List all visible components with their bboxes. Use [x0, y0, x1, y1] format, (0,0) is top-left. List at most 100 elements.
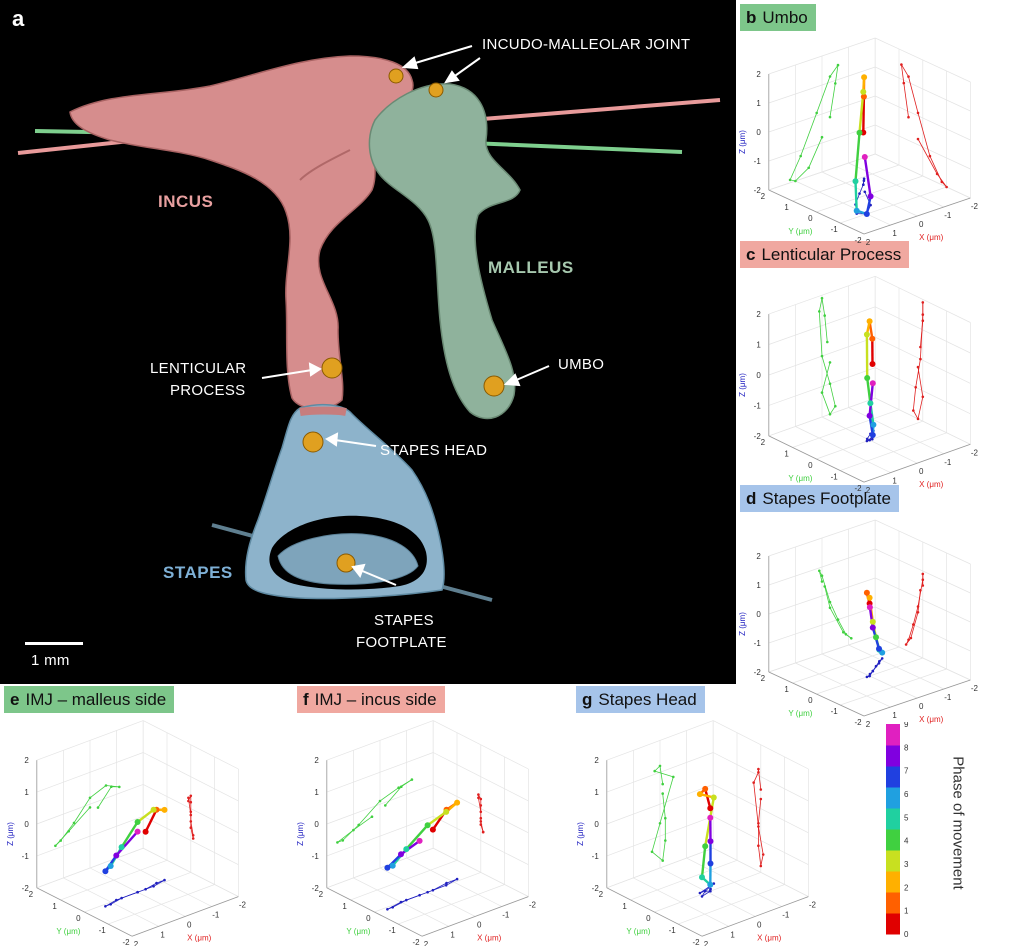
grid-line — [768, 577, 876, 615]
incudo-malleolar-joint-label: INCUDO-MALLEOLAR JOINT — [482, 36, 691, 53]
panel-g-letter: g — [582, 690, 593, 709]
x-tick-label: -1 — [944, 211, 952, 220]
z-tick-label: -2 — [754, 668, 762, 677]
y-projection-point — [842, 631, 845, 634]
y-projection — [651, 823, 661, 852]
z-tick-label: 1 — [24, 788, 29, 797]
x-tick-label: -1 — [944, 693, 952, 702]
x-tick-label: 1 — [160, 930, 165, 939]
y-projection — [795, 167, 809, 182]
lenticular-process-marker — [321, 357, 343, 379]
colorbar-tick-label: 7 — [904, 767, 909, 776]
y-projection — [829, 405, 836, 415]
x-projection-point — [479, 823, 483, 826]
axis-edge — [131, 896, 239, 937]
x-projection-point — [481, 830, 485, 834]
y-projection-point — [104, 784, 108, 787]
y-axis-label: Y (μm) — [788, 709, 812, 718]
y-tick-label: -2 — [854, 236, 862, 245]
y-projection-point — [828, 412, 832, 416]
grid-line — [143, 720, 239, 770]
x-projection — [901, 64, 909, 77]
trajectory-segment — [400, 839, 421, 856]
x-projection — [917, 396, 924, 419]
rotation-axis-red-right — [469, 98, 721, 122]
x-projection-point — [761, 853, 765, 856]
x-tick-label: -2 — [809, 901, 817, 910]
x-projection-point — [752, 781, 755, 784]
z-projection-point — [868, 674, 871, 678]
malleus-bone — [368, 83, 521, 420]
z-projection-point — [698, 891, 702, 895]
y-projection — [89, 785, 107, 799]
x-projection — [480, 824, 484, 833]
x-projection-point — [907, 115, 910, 119]
y-projection — [789, 155, 802, 181]
x-projection — [753, 772, 759, 783]
incus-ridge — [299, 149, 351, 181]
colorbar-segment — [886, 808, 900, 830]
y-projection — [55, 831, 69, 847]
axis-edge — [606, 887, 703, 937]
x-projection-point — [912, 623, 915, 626]
y-projection-point — [341, 839, 345, 842]
z-projection-point — [120, 896, 123, 900]
colorbar-tick-label: 6 — [904, 790, 909, 799]
colorbar-tick-label: 5 — [904, 813, 909, 822]
y-projection — [818, 570, 823, 582]
y-tick-label: -1 — [389, 926, 397, 935]
trajectory-phase-point — [869, 618, 876, 625]
x-projection-point — [916, 111, 920, 115]
z-projection-point — [874, 664, 878, 668]
z-projection-point — [880, 657, 884, 660]
y-projection-point — [357, 823, 360, 827]
panel-c-letter: c — [746, 245, 756, 264]
trajectory-phase-point — [102, 868, 109, 875]
grid-line — [606, 752, 714, 793]
trajectory-phase-point — [403, 846, 410, 853]
y-tick-label: 2 — [761, 674, 766, 683]
y-axis-label: Y (μm) — [56, 927, 80, 936]
y-projection — [829, 601, 839, 620]
trajectory-phase-point — [866, 604, 873, 611]
x-tick-label: 2 — [866, 238, 871, 247]
y-projection — [379, 787, 399, 802]
z-projection-point — [863, 190, 867, 194]
grid-line — [875, 635, 971, 681]
trajectory-phase-point — [860, 93, 867, 100]
trajectory-phase-point — [424, 822, 431, 829]
annotation-arrows — [261, 45, 550, 586]
y-projection-point — [54, 844, 57, 848]
x-tick-label: 2 — [866, 486, 871, 495]
trajectory-phase-point — [861, 74, 868, 81]
y-tick-label: 0 — [76, 914, 81, 923]
trajectory-phase-point — [870, 421, 877, 428]
y-projection-point — [828, 75, 832, 78]
grid-line — [792, 164, 900, 202]
umbo-label: UMBO — [558, 356, 605, 373]
grid-line — [36, 720, 144, 761]
y-projection-point — [59, 839, 62, 842]
trajectory-segment — [144, 809, 158, 833]
grid-line — [350, 859, 458, 901]
x-projection-point — [189, 826, 193, 829]
y-projection — [834, 65, 839, 84]
y-projection-point — [96, 806, 100, 809]
stapes-head-label: STAPES HEAD — [380, 442, 488, 459]
y-tick-label: 1 — [52, 902, 57, 911]
scale-bar-label: 1 mm — [31, 652, 70, 669]
x-projection-point — [907, 638, 910, 642]
z-tick-label: 0 — [756, 371, 761, 380]
colorbar-segment — [886, 766, 900, 788]
y-projection-point — [67, 830, 70, 833]
z-projection-point — [700, 895, 704, 898]
y-axis-label: Y (μm) — [788, 227, 812, 236]
y-projection — [105, 785, 120, 788]
z-tick-label: 0 — [314, 820, 319, 829]
z-projection-point — [418, 893, 421, 897]
x-projection-point — [479, 820, 483, 823]
stapes-head-marker — [302, 431, 324, 453]
